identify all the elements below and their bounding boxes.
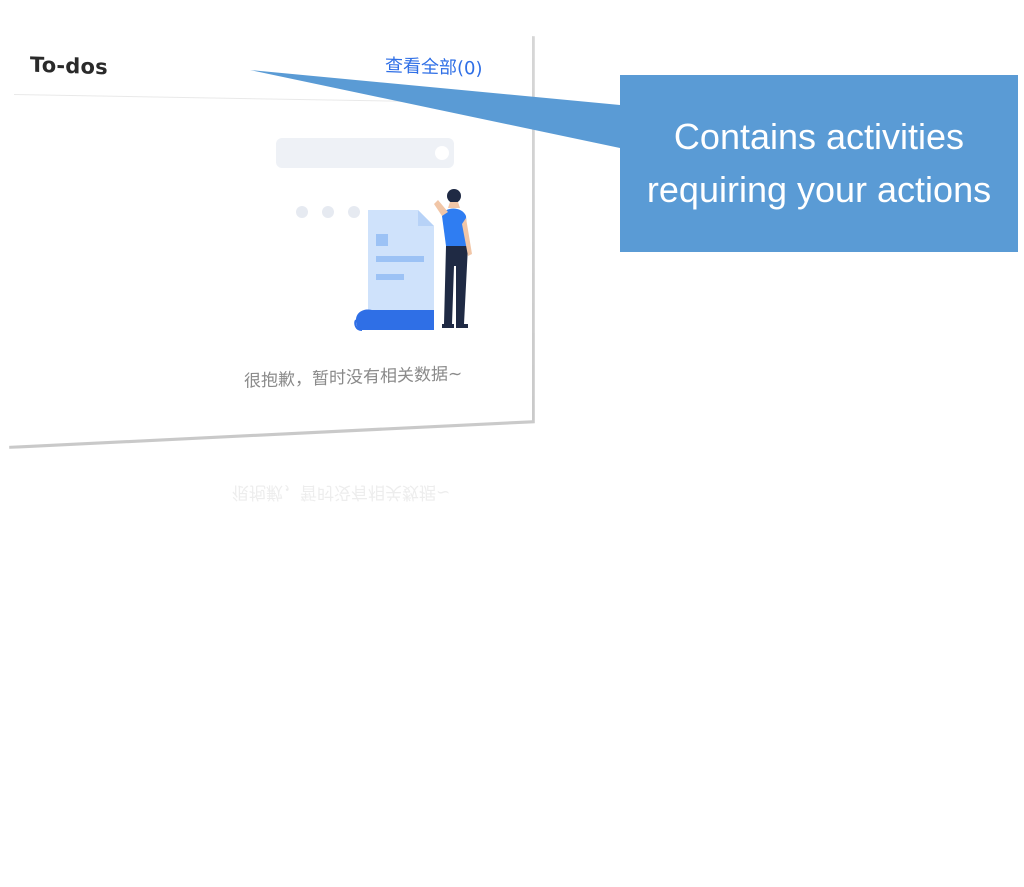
empty-state-document-person-icon xyxy=(276,138,472,331)
todos-card: To-dos 查看全部(0) xyxy=(6,16,535,449)
todos-title: To-dos xyxy=(30,52,108,80)
view-all-link[interactable]: 查看全部(0) xyxy=(384,55,483,80)
callout-box: Contains activities requiring your actio… xyxy=(620,75,1018,252)
callout-text: Contains activities requiring your actio… xyxy=(646,116,992,210)
header-divider xyxy=(14,94,524,104)
empty-message-reflection: 很抱歉，暂时没有相关数据~ xyxy=(232,482,451,502)
card-header: To-dos 查看全部(0) xyxy=(30,46,482,86)
empty-state-illustration xyxy=(258,134,488,364)
card-content: To-dos 查看全部(0) xyxy=(14,22,524,436)
